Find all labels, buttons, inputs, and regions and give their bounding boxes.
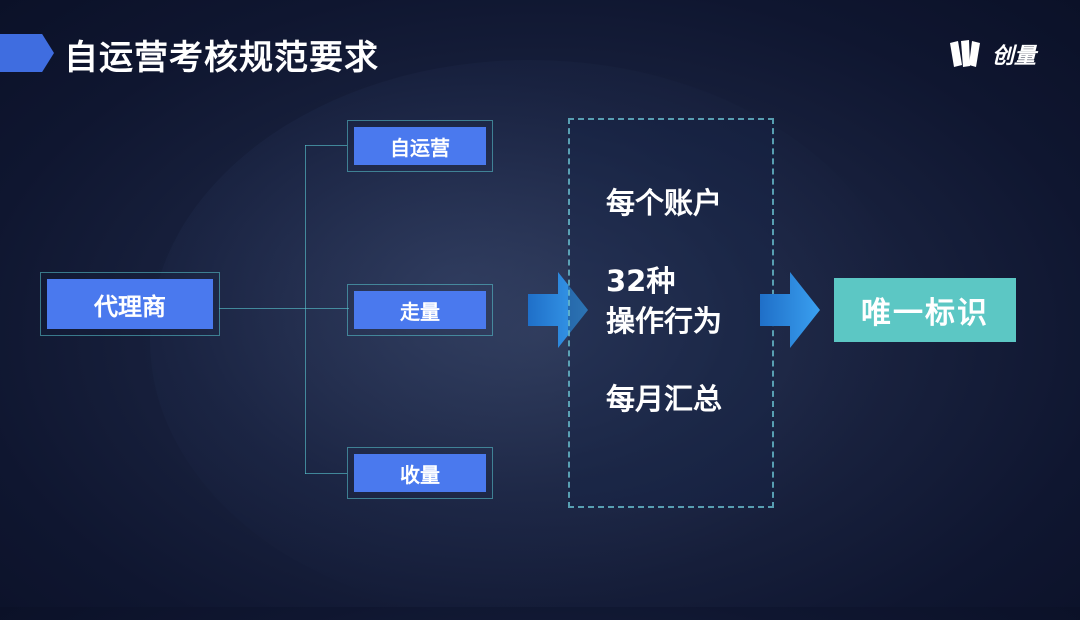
branch-node-outbound: 走量	[347, 284, 493, 336]
connector-root-horizontal	[219, 308, 349, 309]
connector-trunk-vertical	[305, 145, 306, 474]
root-node-label: 代理商	[47, 279, 213, 329]
root-node: 代理商	[40, 272, 220, 336]
brand-logo: 创量	[948, 38, 1036, 70]
branch-node-label: 走量	[354, 291, 486, 329]
branch-node-label: 自运营	[354, 127, 486, 165]
arrow-right-icon	[528, 272, 588, 348]
result-unique-identifier: 唯一标识	[834, 278, 1016, 342]
page-title: 自运营考核规范要求	[64, 38, 379, 78]
middle-item-32-types: 32种	[606, 264, 676, 298]
middle-item-operation-behavior: 操作行为	[606, 304, 723, 338]
arrow-right-icon	[760, 272, 820, 348]
stacked-cards-logo-icon	[950, 40, 980, 67]
background-swirl	[150, 60, 910, 620]
branch-node-inbound: 收量	[347, 447, 493, 499]
middle-item-per-account: 每个账户	[606, 186, 723, 220]
connector-branch-bottom	[305, 473, 347, 474]
branch-node-label: 收量	[354, 454, 486, 492]
branch-node-self-operated: 自运营	[347, 120, 493, 172]
header-flag-icon	[0, 34, 54, 72]
middle-item-monthly-summary: 每月汇总	[606, 382, 723, 416]
middle-dashed-box	[568, 118, 774, 508]
logo-text: 创量	[992, 44, 1037, 69]
connector-branch-top	[305, 145, 347, 146]
